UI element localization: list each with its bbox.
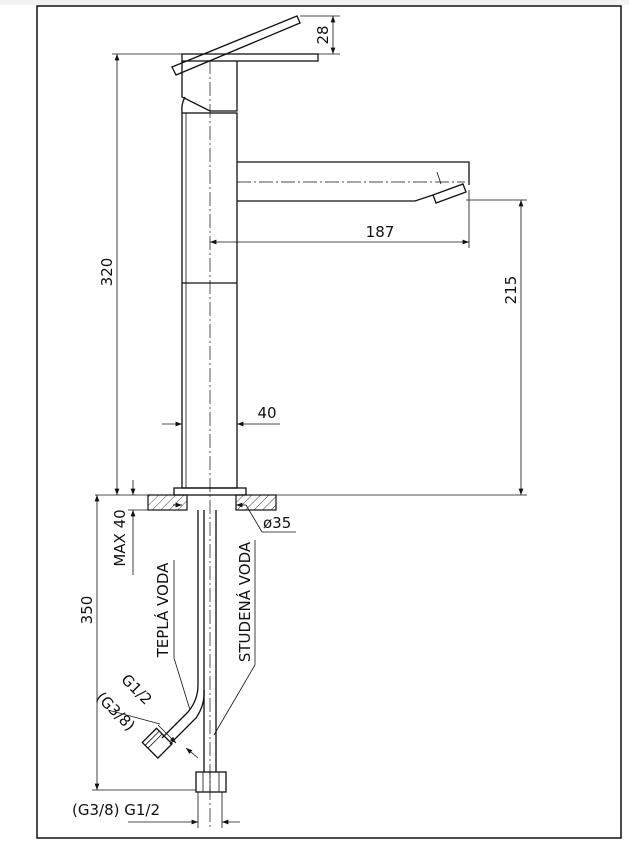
bottom-fitting xyxy=(195,771,227,793)
top-bar xyxy=(0,0,629,5)
dimension-40-label: 40 xyxy=(257,404,276,422)
dimension-350: 350 xyxy=(78,495,196,791)
dimension-hole-35: ø35 xyxy=(173,502,296,533)
cold-water-callout: STUDENÁ VODA xyxy=(213,540,256,736)
faucet-body xyxy=(181,112,238,489)
dimension-28-label: 28 xyxy=(314,25,332,44)
hot-water-callout: TEPLÁ VODA xyxy=(153,560,191,711)
angled-fitting xyxy=(141,727,173,759)
dimension-350-label: 350 xyxy=(78,596,96,625)
dimension-215: 215 xyxy=(466,199,527,495)
dimension-hole-35-label: ø35 xyxy=(263,514,291,532)
dimension-40: 40 xyxy=(162,404,280,427)
drawing-frame xyxy=(36,5,622,839)
dimension-215-label: 215 xyxy=(502,276,520,305)
lever xyxy=(171,15,319,76)
base-and-counter xyxy=(95,487,527,511)
dimension-187: 187 xyxy=(210,190,470,248)
dimension-28: 28 xyxy=(300,15,340,55)
spout xyxy=(237,161,470,204)
dimension-320-label: 320 xyxy=(98,258,116,287)
dimension-320: 320 xyxy=(98,53,182,495)
dimension-max-40: MAX 40 xyxy=(111,480,136,575)
cold-water-label: STUDENÁ VODA xyxy=(235,541,254,662)
thread-angled-top-label: G1/2 xyxy=(118,670,156,708)
dimension-thread-bottom: (G3/8) G1/2 xyxy=(72,792,240,828)
hot-water-label: TEPLÁ VODA xyxy=(153,562,172,659)
dimension-187-label: 187 xyxy=(366,223,395,241)
supply-hoses xyxy=(141,510,227,793)
thread-bottom-label: (G3/8) G1/2 xyxy=(72,801,160,819)
dimension-max-40-label: MAX 40 xyxy=(111,509,129,566)
